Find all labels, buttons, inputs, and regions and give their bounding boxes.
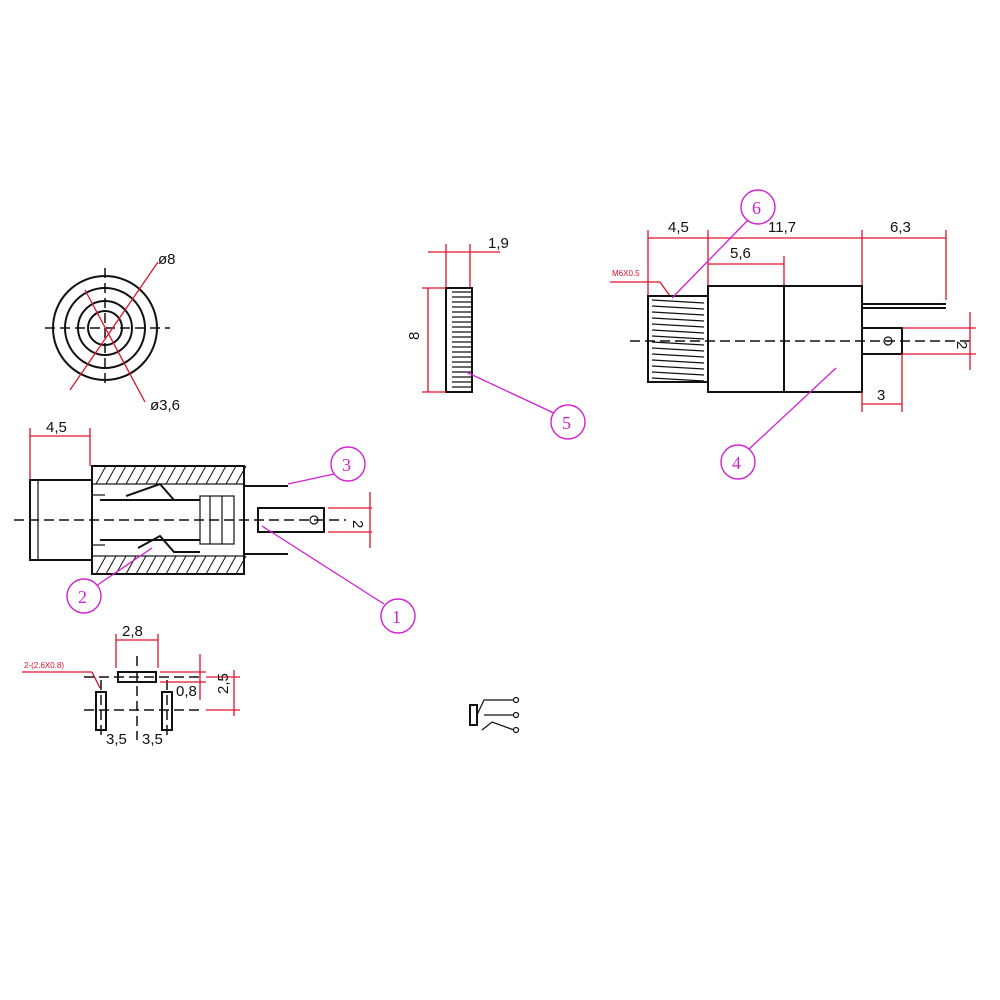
front-view: ø8 ø3,6: [45, 251, 180, 414]
jack-schematic-symbol: [469, 696, 520, 734]
side-pin-length-label: 6,3: [890, 219, 911, 236]
hatch-line: [125, 555, 137, 575]
callout-3: [330, 446, 366, 482]
side-thread: [651, 299, 705, 382]
side-thread-spec-label: M6X0.5: [612, 269, 640, 278]
hatch-line: [155, 465, 167, 485]
pcb-col-pitch-right-label: 3,5: [142, 731, 163, 748]
thread-line: [651, 359, 705, 364]
hatch-line: [215, 555, 227, 575]
hatch-line: [225, 465, 237, 485]
hatch-line: [175, 555, 187, 575]
callout-4: [720, 444, 756, 480]
callout-4-label: 4: [732, 453, 741, 473]
hatch-line: [205, 555, 217, 575]
hatch-line: [135, 555, 147, 575]
thread-line: [651, 371, 705, 376]
thread-line: [651, 335, 705, 340]
side-body-length-label: 11,7: [768, 219, 796, 236]
hatch-line: [185, 555, 197, 575]
front-outer-diameter-label: ø8: [158, 251, 176, 268]
callout-3-label: 3: [342, 455, 351, 475]
front-inner-diameter-label: ø3,6: [150, 397, 180, 414]
thread-line: [651, 317, 705, 322]
hatch-line: [115, 465, 127, 485]
hatch-line: [125, 465, 137, 485]
hatch-line: [105, 465, 117, 485]
nut-diameter-label: 8: [406, 332, 423, 340]
pcb-layout: 2,8 2-(2.6X0.8) 0,8 2,5 3,5 3,5: [22, 623, 240, 748]
hatch-line: [235, 465, 247, 485]
side-tab-length-label: 3: [877, 387, 885, 404]
pcb-slot-spec-label: 2-(2.6X0.8): [24, 661, 64, 670]
thread-line: [651, 377, 705, 382]
callout-6-label: 6: [752, 198, 761, 218]
section-view: 4,5 2: [14, 419, 372, 575]
hatch-line: [185, 465, 197, 485]
thread-line: [651, 323, 705, 328]
hatch-line: [195, 465, 207, 485]
pcb-col-pitch-left-label: 3,5: [106, 731, 127, 748]
hatch-line: [145, 555, 157, 575]
hatch-line: [135, 465, 147, 485]
callout-1: [380, 598, 416, 634]
hatch-line: [165, 465, 177, 485]
callout-1-label: 1: [392, 607, 401, 627]
section-tab-width-label: 2: [349, 520, 366, 528]
side-tab-width-label: 2: [953, 341, 970, 349]
thread-line: [651, 311, 705, 316]
hatch-line: [95, 465, 107, 485]
hatch-line: [145, 465, 157, 485]
hatch-line: [175, 465, 187, 485]
thread-line: [651, 329, 705, 334]
thread-line: [651, 341, 705, 346]
nut-view: 1,9 8: [406, 235, 509, 393]
side-mid-length-label: 5,6: [730, 245, 751, 262]
side-view: 4,5 11,7 6,3 5,6 M6X0.5 2 3: [610, 219, 976, 412]
hatch-line: [225, 555, 237, 575]
callout-5: [550, 404, 586, 440]
thread-line: [651, 365, 705, 370]
hatch-line: [215, 465, 227, 485]
section-offset-label: 4,5: [46, 419, 67, 436]
thread-line: [651, 299, 705, 304]
callout-6: [740, 189, 776, 225]
hatch-line: [195, 555, 207, 575]
pcb-row-pitch-label: 2,5: [215, 673, 232, 694]
hatch-line: [155, 555, 167, 575]
hatch-line: [105, 555, 117, 575]
callouts: 3 2 1 5 4 6: [66, 189, 837, 634]
hatch-line: [235, 555, 247, 575]
callout-5-label: 5: [562, 413, 571, 433]
thread-line: [651, 347, 705, 352]
hatch-line: [95, 555, 107, 575]
side-thread-length-label: 4,5: [668, 219, 689, 236]
pcb-slot-height-label: 0,8: [176, 683, 197, 700]
thread-line: [651, 305, 705, 310]
nut-knurl: [452, 291, 472, 388]
callout-2-label: 2: [78, 587, 87, 607]
callout-2: [66, 578, 102, 614]
thread-line: [651, 353, 705, 358]
hatch-line: [165, 555, 177, 575]
pcb-slot-width-label: 2,8: [122, 623, 143, 640]
hatch-line: [205, 465, 217, 485]
nut-thickness-label: 1,9: [488, 235, 509, 252]
